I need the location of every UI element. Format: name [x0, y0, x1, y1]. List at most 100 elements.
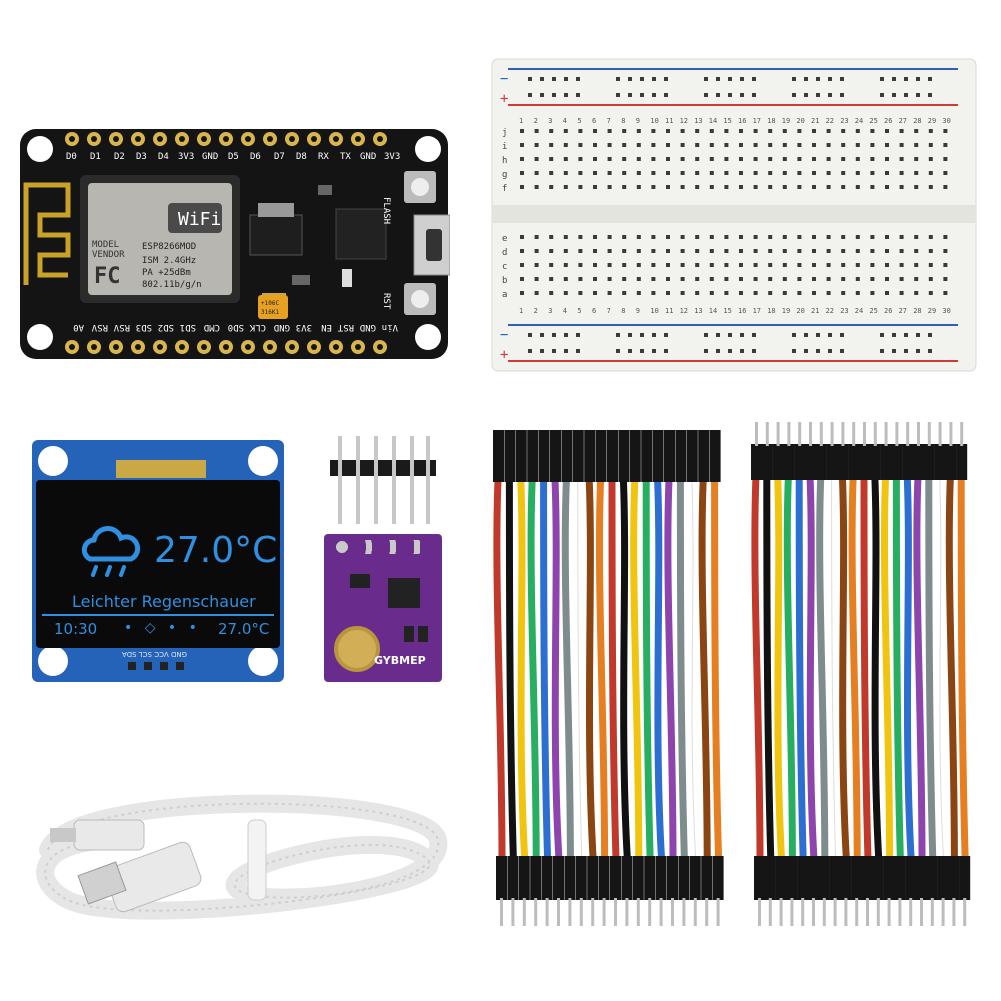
breadboard-hole — [797, 291, 802, 295]
pin-label-top: 3V3 — [384, 152, 400, 162]
breadboard-hole — [768, 263, 773, 267]
rail-hole — [716, 77, 720, 81]
breadboard-hole — [899, 157, 904, 161]
breadboard-hole — [534, 185, 539, 189]
breadboard-hole — [607, 249, 612, 253]
jumper-wire — [763, 475, 775, 861]
row-letter: d — [502, 248, 507, 258]
wire-connector — [905, 856, 917, 900]
wire-connector — [496, 856, 507, 900]
row-letter: e — [502, 234, 507, 244]
breadboard-hole — [943, 263, 948, 267]
breadboard-hole — [855, 171, 860, 175]
pin-label-top: D4 — [158, 152, 169, 162]
jumper-wire — [585, 479, 597, 861]
rail-hole — [816, 349, 820, 353]
breadboard-hole — [607, 185, 612, 189]
rail-hole — [564, 93, 568, 97]
jumper-wire — [913, 475, 926, 861]
breadboard-hole — [724, 157, 729, 161]
rail-hole — [528, 333, 532, 337]
breadboard-hole — [812, 185, 816, 189]
breadboard-hole — [841, 171, 846, 175]
breadboard-hole — [651, 171, 656, 175]
breadboard-hole — [593, 143, 597, 147]
wire-connector — [829, 856, 841, 900]
breadboard-hole — [520, 129, 524, 133]
breadboard-hole — [841, 129, 846, 133]
breadboard-hole — [943, 249, 948, 253]
breadboard-hole — [914, 129, 919, 133]
wire-connector — [959, 856, 971, 900]
breadboard-hole — [885, 185, 889, 189]
breadboard-hole — [549, 263, 554, 267]
breadboard-hole — [724, 277, 729, 281]
rail-hole — [540, 333, 544, 337]
breadboard-hole — [666, 291, 670, 295]
breadboard-hole — [563, 171, 568, 175]
rail-hole — [828, 77, 832, 81]
breadboard-hole — [943, 185, 948, 189]
column-number: 2 — [534, 117, 538, 125]
usb-port-icon — [413, 214, 450, 276]
breadboard-hole — [622, 291, 627, 295]
breadboard-hole — [520, 249, 524, 253]
pin-label-top: D6 — [250, 152, 261, 162]
breadboard-hole — [885, 171, 889, 175]
wire-connector — [610, 856, 621, 900]
rail-hole — [916, 93, 920, 97]
breadboard-hole — [739, 263, 743, 267]
column-number: 28 — [913, 117, 921, 125]
wire-connector — [775, 856, 787, 900]
column-number: 8 — [621, 307, 625, 315]
breadboard-hole — [812, 157, 816, 161]
breadboard-hole — [782, 185, 787, 189]
wire-connector — [923, 444, 935, 480]
pin-label-bottom: RSV — [91, 322, 108, 332]
wire-connector — [587, 856, 599, 900]
rail-minus-label: − — [500, 71, 508, 87]
breadboard-hole — [622, 249, 627, 253]
jumper-wire — [698, 479, 711, 861]
breadboard-hole — [666, 143, 670, 147]
wire-connector — [698, 430, 710, 482]
breadboard-hole — [928, 157, 933, 161]
wire-connector — [655, 856, 667, 900]
breadboard-hole — [826, 157, 831, 161]
column-number: 27 — [899, 117, 907, 125]
breadboard-hole — [841, 249, 846, 253]
breadboard-hole — [899, 129, 904, 133]
breadboard-hole — [578, 235, 583, 239]
breadboard-hole — [724, 185, 729, 189]
rail-hole — [728, 349, 732, 353]
wire-connector — [840, 856, 852, 900]
breadboard-hole — [680, 143, 685, 147]
wire-connector — [848, 444, 860, 480]
jumper-wire — [774, 475, 786, 861]
breadboard-hole — [695, 291, 700, 295]
breadboard-hole — [695, 143, 700, 147]
breadboard-hole — [680, 171, 685, 175]
breadboard-hole — [739, 235, 743, 239]
jumper-wire — [642, 479, 654, 861]
breadboard-hole — [885, 129, 889, 133]
breadboard-hole — [549, 291, 554, 295]
breadboard-hole — [636, 129, 641, 133]
rail-hole — [740, 77, 744, 81]
breadboard-hole — [812, 235, 816, 239]
rail-hole — [528, 93, 532, 97]
rail-hole — [740, 333, 744, 337]
breadboard-hole — [928, 249, 933, 253]
breadboard-hole — [622, 129, 627, 133]
breadboard-hole — [768, 249, 773, 253]
pin-label-bottom: SD0 — [228, 322, 244, 332]
wire-connector — [761, 444, 773, 480]
wire-connector — [575, 856, 587, 900]
breadboard-hole — [914, 157, 919, 161]
breadboard-hole — [885, 143, 889, 147]
column-number: 21 — [811, 307, 819, 315]
breadboard-hole — [753, 129, 758, 133]
jumper-wire — [493, 479, 506, 861]
wifi-logo: WiFi — [178, 209, 221, 230]
breadboard-hole — [695, 249, 700, 253]
